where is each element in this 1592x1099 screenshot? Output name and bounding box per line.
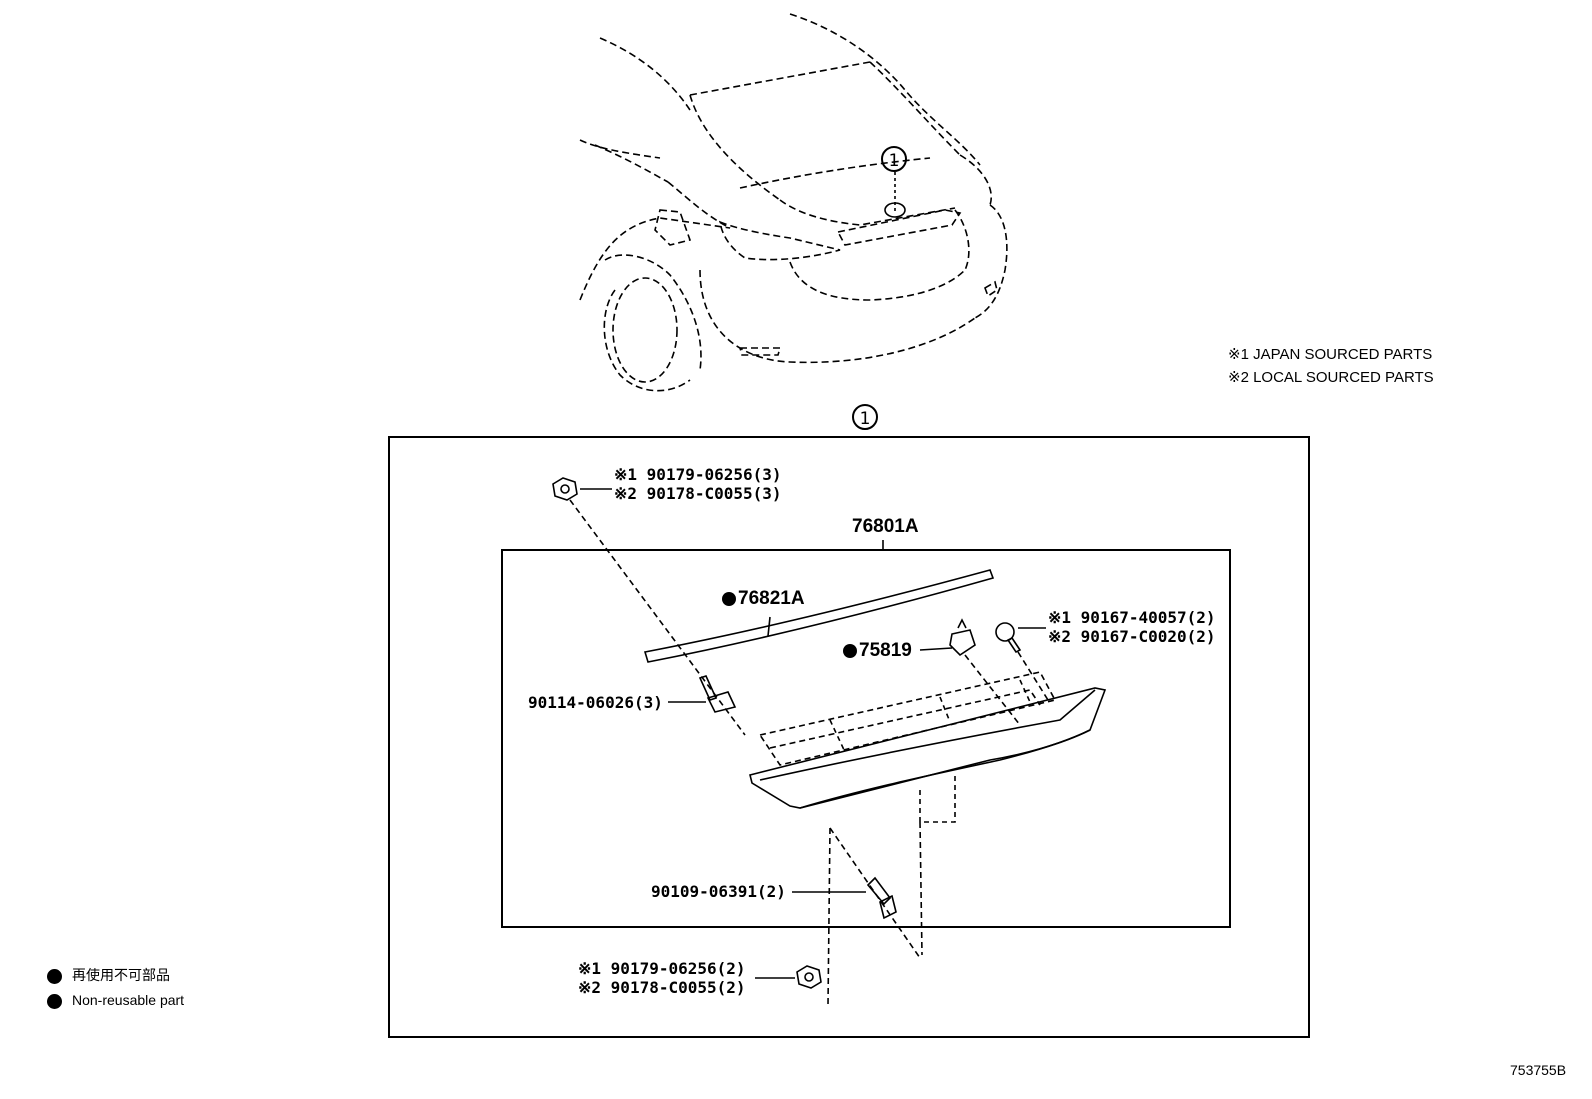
molding-number: 76821A [738,588,805,609]
part-number-nut-bottom-2: ※2 90178-C0055(2) [578,978,746,997]
label-screw: ※1 90167-40057(2) ※2 90167-C0020(2) [1048,608,1216,646]
non-reusable-marker-icon [722,591,736,606]
non-reusable-marker-icon [843,643,857,658]
sourcing-notes: ※1 JAPAN SOURCED PARTS ※2 LOCAL SOURCED … [1228,343,1434,389]
figure-number: 753755B [1510,1062,1567,1078]
assembly-frame [501,549,1231,928]
label-nut-top: ※1 90179-06256(3) ※2 90178-C0055(3) [614,465,782,503]
label-nut-bottom: ※1 90179-06256(2) ※2 90178-C0055(2) [578,959,746,997]
legend-jp: 再使用不可部品 [72,967,170,983]
nut-bottom [796,965,822,989]
callout-1-detail: 1 [852,404,878,430]
part-number-bolt: 90109-06391(2) [651,882,786,901]
bullet-icon [47,993,62,1009]
legend-en: Non-reusable part [72,992,185,1008]
part-number-screw-2: ※2 90167-C0020(2) [1048,627,1216,646]
car-rear-illustration [579,13,1008,392]
detail-frame [388,436,1310,1038]
clip-75819 [949,618,976,657]
callout-1-car: 1 [881,146,907,172]
part-number-screw-1: ※1 90167-40057(2) [1048,608,1216,627]
nut-top [552,477,578,501]
stud-bolt [698,675,737,713]
part-number-clip: 75819 [843,640,912,662]
part-number-nut-top-1: ※1 90179-06256(3) [614,465,782,484]
garnish-body [749,671,1107,823]
bullet-icon [47,968,62,984]
legend-row-jp: 再使用不可部品 [47,963,184,988]
legend: 再使用不可部品 Non-reusable part [47,963,184,1013]
part-number-nut-bottom-1: ※1 90179-06256(2) [578,959,746,978]
screw [995,622,1022,654]
note-japan-sourced: ※1 JAPAN SOURCED PARTS [1228,346,1433,363]
bolt [866,876,897,920]
part-number-nut-top-2: ※2 90178-C0055(3) [614,484,782,503]
note-local-sourced: ※2 LOCAL SOURCED PARTS [1228,369,1434,386]
molding-strip [643,569,995,663]
clip-number: 75819 [859,640,912,661]
part-number-stud: 90114-06026(3) [528,693,663,712]
part-number-assembly: 76801A [852,516,919,537]
part-number-molding: 76821A [722,588,805,610]
legend-row-en: Non-reusable part [47,988,184,1013]
